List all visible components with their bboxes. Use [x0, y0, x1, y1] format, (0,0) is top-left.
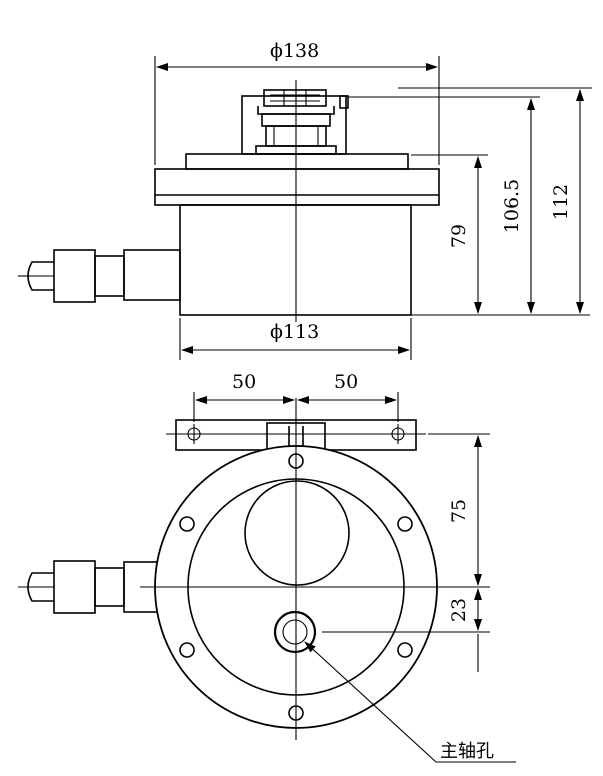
cable-gland-top [18, 560, 161, 614]
dim-bottom-diameter: ϕ113 [270, 321, 319, 343]
knob-assembly [241, 89, 349, 155]
dim-50-left: 50 [232, 371, 256, 393]
side-view [18, 80, 440, 322]
dim-112: 112 [550, 184, 572, 220]
upper-plate [185, 153, 409, 170]
bolt-holes [179, 453, 413, 721]
side-dimensions: ϕ138 ϕ113 79 106.5 112 [154, 40, 592, 360]
dim-79: 79 [448, 224, 470, 248]
label-spindle-hole: 主轴孔 [440, 741, 494, 762]
dim-50-right: 50 [334, 371, 358, 393]
top-dimensions: 50 50 75 23 主轴孔 [193, 371, 516, 763]
top-view [18, 398, 490, 740]
spindle-hole [273, 610, 317, 654]
bolt-hole [179, 516, 195, 532]
bolt-hole [397, 642, 413, 658]
bolt-hole [397, 516, 413, 532]
knob-circle [244, 480, 350, 586]
dim-top-diameter: ϕ138 [270, 40, 319, 62]
bolt-hole [179, 642, 195, 658]
flange [154, 168, 440, 206]
dim-23: 23 [448, 598, 470, 622]
dim-106-5: 106.5 [501, 179, 523, 233]
dim-75: 75 [448, 499, 470, 523]
cable-gland-side [18, 249, 181, 303]
